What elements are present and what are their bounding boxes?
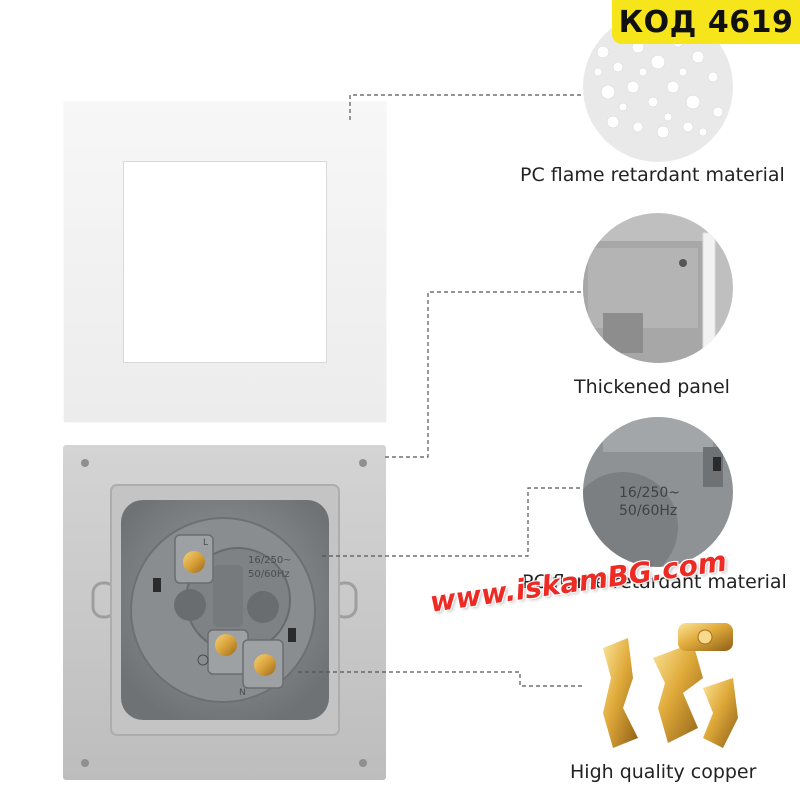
caption-pc-material-1: PC flame retardant material: [520, 164, 785, 186]
callout-thickened-panel: [583, 213, 733, 363]
caption-thickened-panel: Thickened panel: [574, 376, 730, 398]
socket-rating-line2: 50/60Hz: [248, 569, 290, 580]
frame-window: [123, 161, 327, 363]
copper-parts-image: [583, 618, 743, 758]
socket-back-plate: 16/250~ 50/60Hz L N: [63, 445, 386, 780]
socket-rating-line1: 16/250~: [248, 555, 292, 566]
watermark-url: www.iskamBG.com: [427, 544, 729, 619]
front-frame-panel: [64, 102, 386, 422]
caption-pc-material-2: PC flame retardant material: [522, 571, 787, 593]
panel-closeup-image: [583, 213, 733, 363]
socket-mechanism-illustration: 16/250~ 50/60Hz L N: [63, 445, 386, 780]
callout-rating-closeup: 16/250~ 50/60Hz: [583, 417, 733, 567]
product-code-badge: КОД 4619: [612, 0, 800, 44]
socket-live-mark: L: [203, 538, 208, 548]
earth-symbol-icon: [197, 654, 209, 666]
product-code-text: КОД 4619: [618, 4, 794, 40]
socket-neutral-mark: N: [239, 688, 246, 698]
closeup-rating-line2: 50/60Hz: [619, 503, 677, 519]
copper-terminals-illustration: [603, 623, 738, 748]
rating-closeup-image: 16/250~ 50/60Hz: [583, 417, 733, 567]
caption-copper: High quality copper: [570, 761, 757, 783]
closeup-rating-line1: 16/250~: [619, 485, 680, 501]
leader-line-2: [385, 291, 583, 458]
